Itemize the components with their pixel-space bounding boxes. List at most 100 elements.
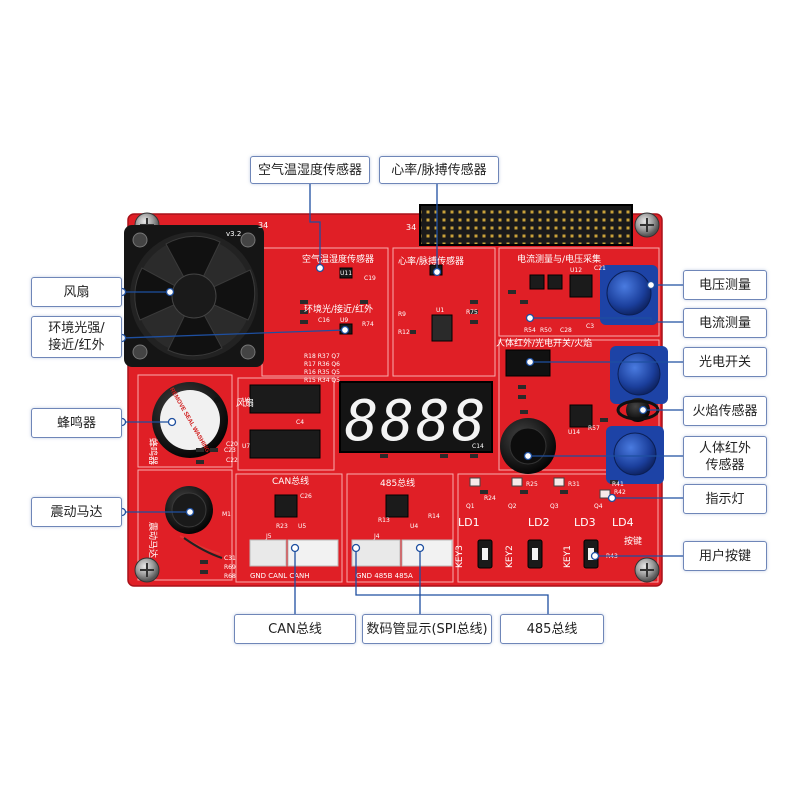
silk-env-title: 环境光/接近/红外	[304, 303, 373, 315]
ref-u6: U6	[242, 397, 250, 404]
callout-air-temp-humidity-label: 空气温湿度传感器	[257, 162, 362, 178]
ref-q4: Q4	[594, 503, 603, 510]
callout-voltage-measure: 电压测量	[683, 270, 767, 300]
seg-digits: 8888	[345, 389, 488, 454]
ref-r57: R57	[588, 425, 600, 432]
callout-485-bus-label: 485总线	[526, 621, 578, 637]
callout-seg-display-label: 数码管显示(SPI总线)	[366, 621, 488, 637]
ref-r16: R16 R35 Q5	[304, 369, 340, 376]
key-label-1: KEY1	[563, 545, 573, 568]
ref-r50: R50	[540, 327, 552, 334]
pir-sensor-component	[500, 418, 556, 474]
silk-485-conn: GND 485B 485A	[356, 572, 413, 580]
ic-chips	[249, 264, 593, 518]
ref-r74: R74	[362, 321, 374, 328]
ref-r54: R54	[524, 327, 536, 334]
user-keys-component	[477, 539, 599, 569]
buzzer: REMOVE SEAL WASHING	[152, 382, 228, 458]
silk-key-title: 按键	[624, 535, 642, 547]
callout-fan: 风扇	[31, 277, 122, 307]
ref-u4: U4	[410, 523, 418, 530]
callout-leader-dots	[117, 263, 656, 561]
smd-components	[196, 290, 618, 574]
ref-r18: R18 R37 Q7	[304, 353, 340, 360]
ref-c4: C4	[296, 419, 304, 426]
silkscreen-sections	[137, 247, 660, 583]
seven-segment-display: 8888	[339, 381, 493, 454]
ref-j4: J4	[373, 533, 380, 540]
callout-photo-switch: 光电开关	[683, 347, 767, 377]
ref-m1: M1	[222, 511, 231, 518]
silk-fan-title: 风扇	[236, 397, 254, 409]
ref-q3: Q3	[550, 503, 559, 510]
silk-heart-title: 心率/脉搏传感器	[398, 255, 464, 267]
ref-u12: U12	[570, 267, 582, 274]
ref-c14: C14	[472, 443, 484, 450]
potentiometers	[600, 265, 668, 484]
ref-r9: R9	[398, 311, 406, 318]
ref-u9: U9	[340, 317, 348, 324]
callout-ambient-light-label: 环境光强/ 接近/红外	[48, 321, 105, 353]
ref-r25: R25	[526, 481, 538, 488]
ref-u14: U14	[568, 429, 580, 436]
ref-r75: R75	[466, 309, 478, 316]
ref-c26: C26	[300, 493, 312, 500]
ref-r42: R42	[614, 489, 626, 496]
callout-buzzer-label: 蜂鸣器	[56, 415, 96, 431]
callout-can-bus: CAN总线	[234, 614, 356, 644]
ref-c31: C31	[224, 555, 236, 562]
ref-r41: R41	[612, 481, 624, 488]
gpio-header	[419, 204, 633, 246]
ref-c3: C3	[586, 323, 594, 330]
callout-vibration-motor-label: 震动马达	[50, 504, 103, 520]
ref-u5: U5	[298, 523, 306, 530]
silk-version: v3.2	[226, 230, 241, 238]
callout-buzzer: 蜂鸣器	[31, 408, 122, 438]
silk-air-title: 空气温湿度传感器	[302, 253, 374, 265]
ref-c19: C19	[364, 275, 376, 282]
led-label-1: LD1	[458, 516, 480, 529]
callout-indicator-led-label: 指示灯	[705, 491, 745, 507]
callout-flame-sensor: 火焰传感器	[683, 396, 767, 426]
callout-heart-rate: 心率/脉搏传感器	[379, 156, 499, 184]
led-label-4: LD4	[612, 516, 634, 529]
callout-fan-label: 风扇	[63, 284, 90, 300]
ref-u7: U7	[242, 443, 250, 450]
led-label-2: LD2	[528, 516, 550, 529]
silk-pin-right: 34	[406, 223, 416, 232]
ref-r23: R23	[276, 523, 288, 530]
silk-power-title: 电流测量与/电压采集	[517, 253, 601, 265]
led-label-3: LD3	[574, 516, 596, 529]
callout-human-ir: 人体红外 传感器	[683, 436, 767, 478]
callout-heart-rate-label: 心率/脉搏传感器	[391, 162, 487, 178]
ref-j5: J5	[265, 533, 272, 540]
ref-r17: R17 R36 Q6	[304, 361, 340, 368]
ref-c23: C23	[224, 447, 236, 454]
silk-buzzer-title: 蜂鸣器	[147, 438, 159, 465]
callout-indicator-led: 指示灯	[683, 484, 767, 514]
ref-c21: C21	[594, 265, 606, 272]
ref-q2: Q2	[508, 503, 517, 510]
ref-u11: U11	[340, 270, 352, 277]
callout-485-bus: 485总线	[500, 614, 604, 644]
callout-human-ir-label: 人体红外 传感器	[698, 441, 751, 473]
silk-ir-title: 人体红外/光电开关/火焰	[496, 337, 592, 349]
fan	[124, 225, 264, 367]
ref-r24: R24	[484, 495, 496, 502]
ref-u1: U1	[436, 307, 444, 314]
ref-r69: R69	[224, 564, 236, 571]
callout-ambient-light: 环境光强/ 接近/红外	[31, 316, 122, 358]
silk-485-title: 485总线	[380, 477, 415, 489]
key-label-3: KEY3	[455, 545, 465, 568]
ref-r15: R15 R34 Q5	[304, 377, 340, 384]
silk-can-title: CAN总线	[272, 475, 309, 487]
callout-user-key-label: 用户按键	[698, 548, 751, 564]
ref-r31: R31	[568, 481, 580, 488]
ref-c16: C16	[318, 317, 330, 324]
silk-pin-left: 34	[258, 221, 268, 230]
silk-can-conn: GND CANL CANH	[250, 572, 310, 580]
terminal-connectors	[249, 539, 453, 567]
ref-c22: C22	[226, 457, 238, 464]
